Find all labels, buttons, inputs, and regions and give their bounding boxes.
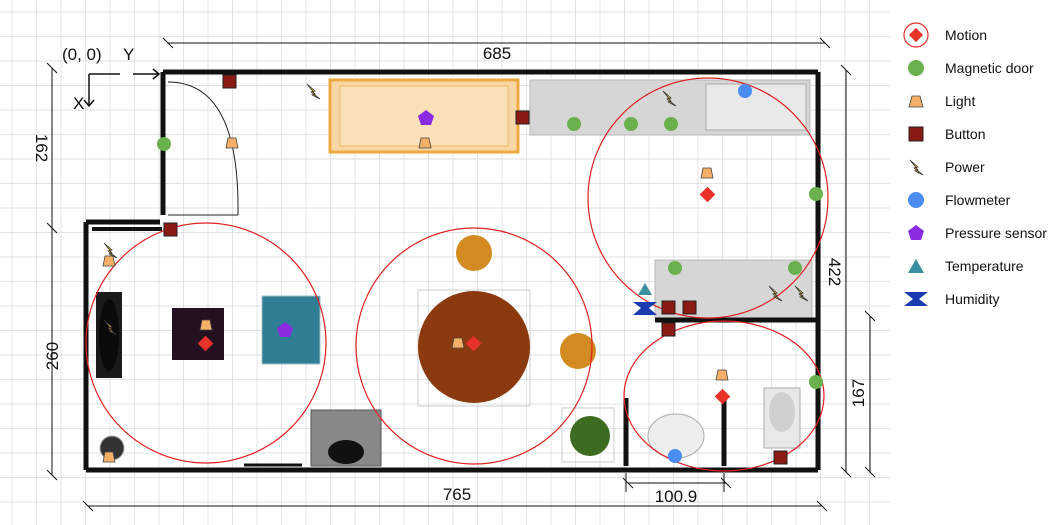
pressure-sensor [277,322,293,337]
motion-range-dining [355,227,593,465]
legend-item-button: Button [898,117,1058,150]
power-outlet [103,242,118,259]
magnetic-door-sensor [664,117,678,131]
chair-right [560,333,596,369]
legend-item-flowmeter: Flowmeter [898,183,1058,216]
magnetic-door-sensor [668,261,682,275]
flowmeter [668,449,682,463]
light [715,369,729,381]
power-outlet [103,319,118,336]
legend-label: Light [945,92,976,109]
light [700,167,714,179]
dining-table-frame [417,289,531,407]
furniture [96,78,813,467]
legend-label: Humidity [945,290,1000,307]
motion-icon [898,21,934,48]
walls [83,69,821,473]
power-icon [898,155,934,179]
magnetic-door-sensor [809,187,823,201]
motion-range-living [85,222,327,464]
legend-label: Power [945,158,985,175]
origin-axes [83,68,161,108]
power-outlet [768,285,783,302]
button [163,222,178,237]
motion-range-bath [623,320,825,472]
power-outlet [306,83,321,100]
dim-bath-width: 100.9 [655,487,698,506]
motion-sensor [699,186,716,203]
dim-left-upper: 162 [32,134,51,162]
plant-box [561,407,615,463]
legend-item-light: Light [898,84,1058,117]
magnetic-door-sensor [157,137,171,151]
pressure-sensor [418,110,434,125]
origin-y-label: Y [123,45,134,64]
origin-x-label: X [73,94,84,113]
light [418,137,432,149]
legend-label: Temperature [945,257,1024,274]
button [773,450,788,465]
magnetic-door-sensor [788,261,802,275]
flowmeter-icon [898,188,934,212]
light [225,137,239,149]
motion-sensor [714,388,731,405]
origin-label: (0, 0) [62,45,102,64]
button-icon [898,122,934,146]
motion-sensor [197,335,214,352]
magnetic-door-sensor [624,117,638,131]
legend-label: Magnetic door [945,59,1034,76]
legend-label: Button [945,125,986,142]
magnetic-door-sensor [809,375,823,389]
pressure-sensor-icon [898,221,934,245]
button [661,300,676,315]
light-icon [898,89,934,113]
legend-item-magnetic-door: Magnetic door [898,51,1058,84]
legend-label: Flowmeter [945,191,1011,208]
flowmeter [738,84,752,98]
desk-chair [328,440,364,464]
dim-bottom-width: 765 [443,485,471,504]
light [102,451,116,463]
humidity-sensor [633,302,657,315]
legend-label: Pressure sensor [945,224,1047,241]
dim-top-width: 685 [483,44,511,63]
legend-item-power: Power [898,150,1058,183]
magnetic-door-sensor [567,117,581,131]
legend: Motion Magnetic door Light Button Power … [898,18,1058,315]
kitchen-sink [705,83,807,131]
power-outlet [662,90,677,107]
light [199,319,213,331]
motion-range-kitchen [587,77,829,319]
light [451,337,465,349]
bath-sink [769,392,795,432]
tv-screen [99,299,119,371]
floor-plan: 685 765 162 260 422 167 100.9 (0, 0) Y X [0,0,890,525]
chair-top [456,235,492,271]
humidity-icon [898,287,934,311]
dim-right-upper: 422 [825,258,844,286]
temperature-sensor [638,283,652,295]
dim-left-lower: 260 [43,342,62,370]
button [515,110,530,125]
coffee-table [172,308,224,360]
legend-item-pressure-sensor: Pressure sensor [898,216,1058,249]
plant [570,416,610,456]
button [661,322,676,337]
button [682,300,697,315]
legend-item-motion: Motion [898,18,1058,51]
legend-label: Motion [945,26,988,43]
temperature-icon [898,254,934,278]
light [102,255,116,267]
magnetic-door-icon [898,56,934,80]
legend-item-humidity: Humidity [898,282,1058,315]
dimension-lines [46,37,876,512]
button [222,74,237,89]
dim-right-lower: 167 [849,379,868,407]
legend-item-temperature: Temperature [898,249,1058,282]
sensor-markers [102,74,823,465]
motion-ranges [85,77,829,472]
entry-door [167,81,239,216]
power-outlet [794,285,809,302]
